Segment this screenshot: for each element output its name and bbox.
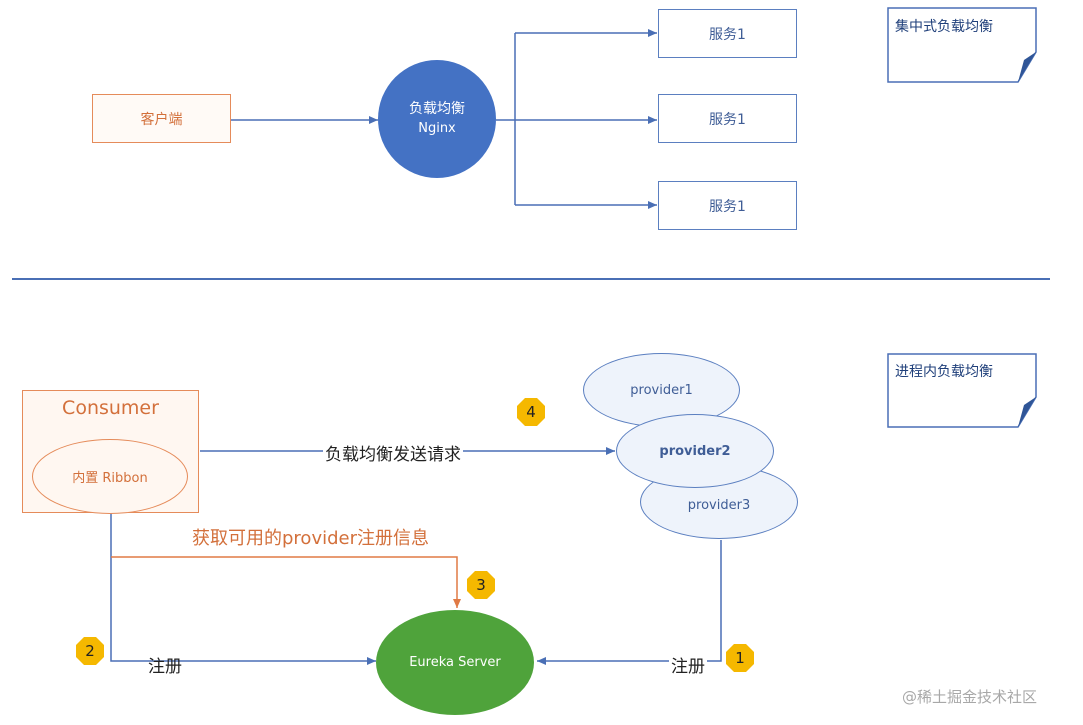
in-process-lb-note: 进程内负载均衡	[895, 364, 993, 380]
register-label-left: 注册	[148, 657, 182, 677]
lb-title: 负载均衡	[409, 101, 465, 117]
service-label-2: 服务1	[709, 111, 746, 128]
ribbon-ellipse: 内置 Ribbon	[32, 439, 188, 514]
fetch-registry-label: 获取可用的provider注册信息	[192, 528, 429, 549]
provider3-label: provider3	[687, 497, 751, 513]
octagon-icon	[76, 637, 104, 665]
service-box-1: 服务1	[658, 9, 797, 58]
load-balancer-nginx-node: 负载均衡 Nginx	[378, 60, 496, 178]
step-badge-3: 3	[466, 570, 496, 600]
client-label: 客户端	[140, 111, 183, 128]
ribbon-label: 内置 Ribbon	[72, 471, 148, 486]
octagon-icon	[517, 398, 545, 426]
provider2-label: provider2	[659, 443, 731, 459]
lb-to-services-trunk	[496, 33, 516, 205]
fetch-registry-arrow	[111, 556, 461, 608]
service-label-3: 服务1	[709, 198, 746, 215]
lb-subtitle: Nginx	[418, 121, 456, 136]
consumer-label: Consumer	[62, 397, 159, 419]
eureka-label: Eureka Server	[409, 655, 501, 670]
centralized-lb-note: 集中式负载均衡	[895, 19, 993, 35]
octagon-icon	[467, 571, 495, 599]
service-label-1: 服务1	[709, 26, 746, 43]
in-process-note-shape	[887, 353, 1037, 428]
step-badge-3-label: 3	[476, 576, 486, 594]
watermark: @稀土掘金技术社区	[902, 688, 1038, 706]
client-box: 客户端	[92, 94, 231, 143]
request-label: 负载均衡发送请求	[323, 440, 463, 465]
register-label-right: 注册	[669, 652, 707, 677]
provider-register-arrow	[537, 540, 722, 665]
eureka-server-node: Eureka Server	[376, 610, 534, 715]
octagon-icon	[726, 644, 754, 672]
step-badge-4-label: 4	[526, 403, 536, 421]
consumer-register-arrow	[110, 513, 376, 665]
step-badge-2-label: 2	[85, 642, 95, 660]
provider1-label: provider1	[630, 382, 693, 398]
step-badge-1-label: 1	[735, 649, 745, 667]
service-box-2: 服务1	[658, 94, 797, 143]
service-box-3: 服务1	[658, 181, 797, 230]
centralized-note-shape	[887, 7, 1037, 83]
step-badge-2: 2	[75, 636, 105, 666]
provider2-ellipse: provider2	[616, 414, 774, 488]
step-badge-1: 1	[725, 643, 755, 673]
step-badge-4: 4	[516, 397, 546, 427]
